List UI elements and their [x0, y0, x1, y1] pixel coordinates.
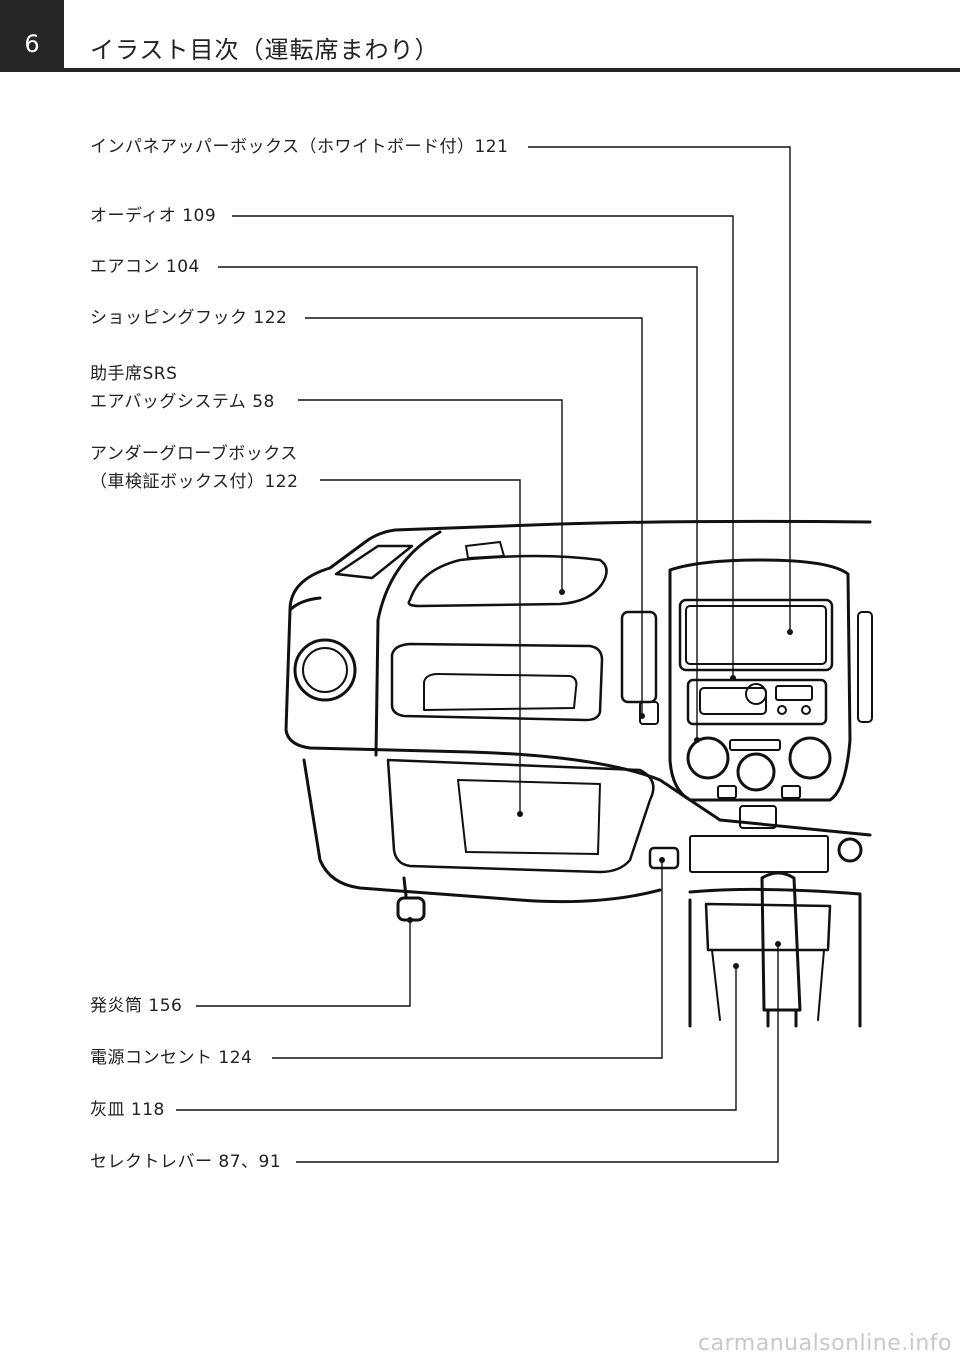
leader-under-glovebox — [320, 479, 521, 814]
callout-under-glovebox: アンダーグローブボックス （車検証ボックス付）122 — [90, 440, 298, 496]
callout-text: アンダーグローブボックス — [90, 444, 298, 464]
leader-shopping-hook — [305, 317, 643, 716]
callout-text: 発炎筒 156 — [90, 996, 183, 1016]
leader-select-lever — [296, 944, 779, 1163]
page-title: イラスト目次（運転席まわり） — [90, 36, 440, 64]
callout-text: 電源コンセント 124 — [90, 1048, 253, 1068]
page-header: 6 イラスト目次（運転席まわり） — [0, 0, 960, 72]
header-rule — [64, 68, 960, 72]
leader-power-outlet — [272, 860, 663, 1059]
leader-dots — [407, 589, 793, 969]
callout-text: インパネアッパーボックス（ホワイトボード付）121 — [90, 137, 509, 157]
callout-text: オーディオ 109 — [90, 206, 217, 226]
callout-text: （車検証ボックス付）122 — [90, 472, 299, 492]
callout-shopping-hook: ショッピングフック 122 — [90, 304, 287, 332]
callout-aircon: エアコン 104 — [90, 253, 200, 281]
callout-flare: 発炎筒 156 — [90, 992, 182, 1020]
callout-ashtray: 灰皿 118 — [90, 1096, 165, 1124]
leader-srs-airbag — [298, 399, 563, 592]
watermark: carmanualsonline.info — [698, 1331, 952, 1356]
leader-aircon — [218, 266, 698, 740]
callout-text: 助手席SRS — [90, 364, 178, 384]
leader-flare — [196, 920, 411, 1007]
leader-audio — [232, 215, 734, 678]
callout-text: エアバッグシステム 58 — [90, 392, 275, 412]
callout-text: エアコン 104 — [90, 257, 200, 277]
leader-ashtray — [176, 966, 737, 1111]
callout-select-lever: セレクトレバー 87、91 — [90, 1148, 281, 1176]
callout-upper-box: インパネアッパーボックス（ホワイトボード付）121 — [90, 133, 508, 161]
leader-lines — [176, 146, 791, 1163]
callout-audio: オーディオ 109 — [90, 202, 216, 230]
callout-power-outlet: 電源コンセント 124 — [90, 1044, 252, 1072]
dashboard-drawing — [284, 519, 873, 1028]
callout-text: ショッピングフック 122 — [90, 308, 288, 328]
leader-upper-box — [528, 146, 791, 632]
callout-text: セレクトレバー 87、91 — [90, 1152, 282, 1172]
page-number: 6 — [0, 0, 64, 72]
callout-text: 灰皿 118 — [90, 1100, 165, 1120]
callout-srs-airbag: 助手席SRS エアバッグシステム 58 — [90, 360, 275, 416]
